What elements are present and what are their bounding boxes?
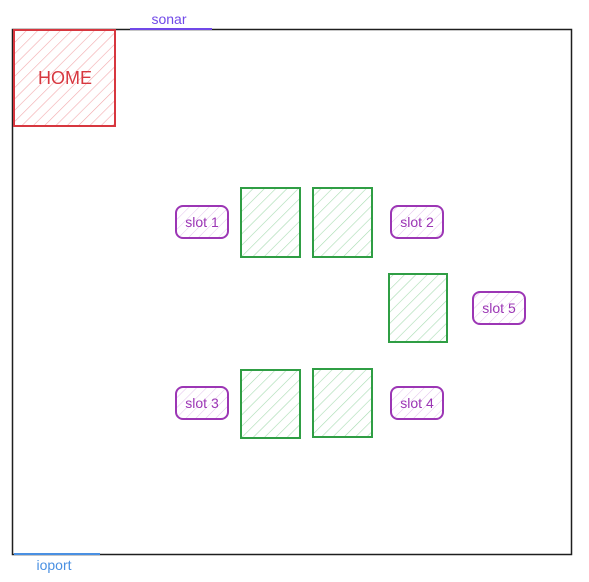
arena-boundary [11,28,573,556]
slot-5-tag: slot 5 [472,291,526,325]
home-zone [13,29,116,127]
slot-3-label: slot 3 [185,395,219,411]
slot-1-box [240,187,301,258]
slot-2-tag: slot 2 [390,205,444,239]
sonar-label: sonar [151,11,186,27]
ioport-label: ioport [36,557,71,573]
slot-3-tag: slot 3 [175,386,229,420]
slot-4-box [312,368,373,438]
slot-5-label: slot 5 [482,300,516,316]
slot-4-tag: slot 4 [390,386,444,420]
slot-3-box [240,369,301,439]
slot-1-label: slot 1 [185,214,219,230]
slot-5-box [388,273,448,343]
slot-2-box [312,187,373,258]
slot-4-label: slot 4 [400,395,434,411]
home-label: HOME [38,68,92,88]
slot-2-label: slot 2 [400,214,434,230]
slot-1-tag: slot 1 [175,205,229,239]
